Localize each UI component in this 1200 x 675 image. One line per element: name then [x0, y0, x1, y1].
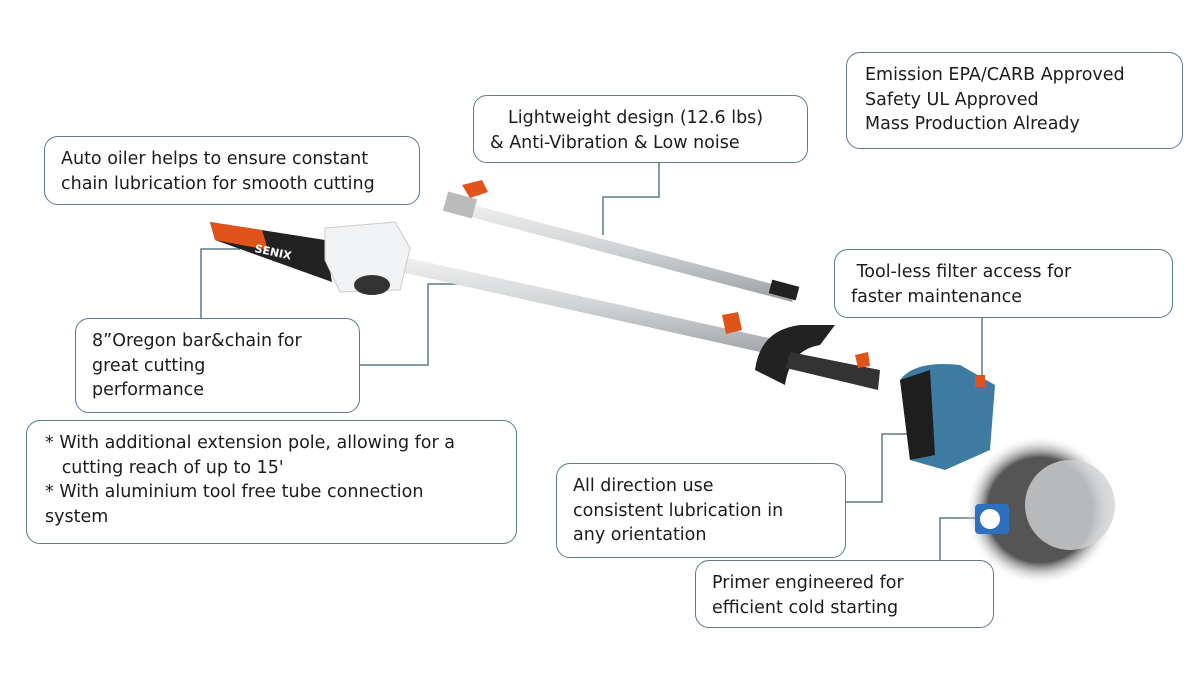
- callout-line: Emission EPA/CARB Approved: [865, 65, 1125, 85]
- callout-line: 8”Oregon bar&chain for: [92, 331, 302, 351]
- callout-line: Primer engineered for: [712, 573, 904, 593]
- callout-auto-oiler: Auto oiler helps to ensure constant chai…: [44, 136, 420, 205]
- callout-line: All direction use: [573, 476, 714, 496]
- callout-bar-chain: 8”Oregon bar&chain for great cutting per…: [75, 318, 360, 413]
- callout-line: any orientation: [573, 525, 707, 545]
- callout-filter: Tool-less filter access for faster maint…: [834, 249, 1173, 318]
- callout-line: faster maintenance: [851, 286, 1023, 307]
- callout-line: great cutting: [92, 355, 206, 376]
- engine-unit: [755, 325, 995, 470]
- callout-certification: Emission EPA/CARB Approved Safety UL App…: [846, 52, 1183, 149]
- callout-line: Tool-less filter access for: [851, 262, 1072, 282]
- callout-line: Safety UL Approved: [865, 89, 1039, 110]
- callout-line: efficient cold starting: [712, 597, 899, 618]
- callout-primer: Primer engineered for efficient cold sta…: [695, 560, 994, 628]
- callout-line: * With additional extension pole, allowi…: [45, 433, 455, 453]
- callout-extension: * With additional extension pole, allowi…: [26, 420, 517, 544]
- callout-line: Lightweight design (12.6 lbs): [508, 108, 764, 128]
- callout-line: Auto oiler helps to ensure constant: [61, 149, 369, 169]
- extension-pole: [442, 180, 800, 302]
- callout-line: * With aluminium tool free tube connecti…: [45, 482, 424, 502]
- callout-line: & Anti-Vibration & Low noise: [490, 132, 740, 153]
- callout-lightweight: Lightweight design (12.6 lbs) & Anti-Vib…: [473, 95, 808, 163]
- primer-inset-photo: [965, 435, 1115, 585]
- callout-line: consistent lubrication in: [573, 500, 784, 521]
- callout-lubrication: All direction use consistent lubrication…: [556, 463, 846, 558]
- callout-line: system: [45, 506, 109, 527]
- chainsaw-head: SENIX: [210, 221, 411, 295]
- main-pole: [392, 255, 800, 360]
- callout-line: cutting reach of up to 15': [45, 457, 284, 478]
- callout-line: Mass Production Already: [865, 114, 1080, 134]
- callout-line: chain lubrication for smooth cutting: [61, 173, 375, 194]
- callout-line: performance: [92, 380, 205, 400]
